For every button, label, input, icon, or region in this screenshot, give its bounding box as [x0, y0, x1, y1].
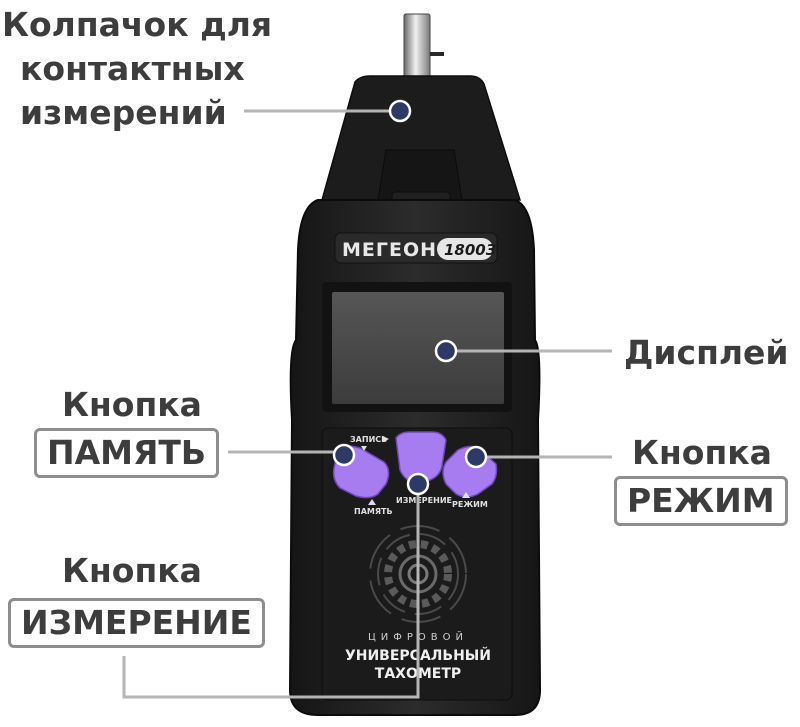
cap-callout-line3: измерений: [20, 93, 227, 132]
measure-leader-line: [122, 484, 420, 699]
measure-label: ИЗМЕРЕНИЕ: [396, 496, 452, 505]
mode-callout-name: РЕЖИМ: [614, 476, 788, 526]
mode-label: РЕЖИМ: [452, 500, 488, 509]
memory-callout-name: ПАМЯТЬ: [34, 428, 220, 478]
record-label: ЗАПИСЬ: [350, 435, 387, 444]
memory-callout-caption: Кнопка: [62, 385, 202, 424]
record-arrow-icon: [383, 436, 389, 442]
cap-dot: [388, 99, 412, 123]
memory-arrow-icon: [368, 499, 376, 505]
model-badge: [437, 238, 493, 260]
shaft: [403, 13, 431, 85]
cap-callout-line1: Колпачок для: [2, 5, 273, 44]
measure-dot: [406, 472, 430, 496]
mode-arrow-icon: [462, 492, 470, 498]
measure-callout-caption: Кнопка: [62, 551, 202, 590]
display-callout: Дисплей: [624, 333, 789, 372]
display-screen: [332, 292, 504, 404]
model-number: 18003: [444, 241, 496, 259]
display-dot: [434, 339, 458, 363]
callout-dots: [332, 99, 488, 496]
device-subtitle: ЦИФРОВОЙ: [368, 630, 468, 643]
memory-dot: [332, 443, 356, 467]
memory-label: ПАМЯТЬ: [354, 507, 393, 516]
mode-dot: [464, 445, 488, 469]
mode-callout-caption: Кнопка: [632, 433, 772, 472]
brand-name: МЕГЕОН: [342, 239, 437, 261]
contact-cap: [321, 75, 522, 201]
cap-callout-line2: контактных: [20, 49, 245, 88]
callout-lines: [122, 109, 612, 699]
record-arrow-down-icon: [361, 446, 367, 451]
measure-callout-name: ИЗМЕРЕНИЕ: [8, 598, 265, 648]
shaft-pin: [430, 52, 444, 56]
